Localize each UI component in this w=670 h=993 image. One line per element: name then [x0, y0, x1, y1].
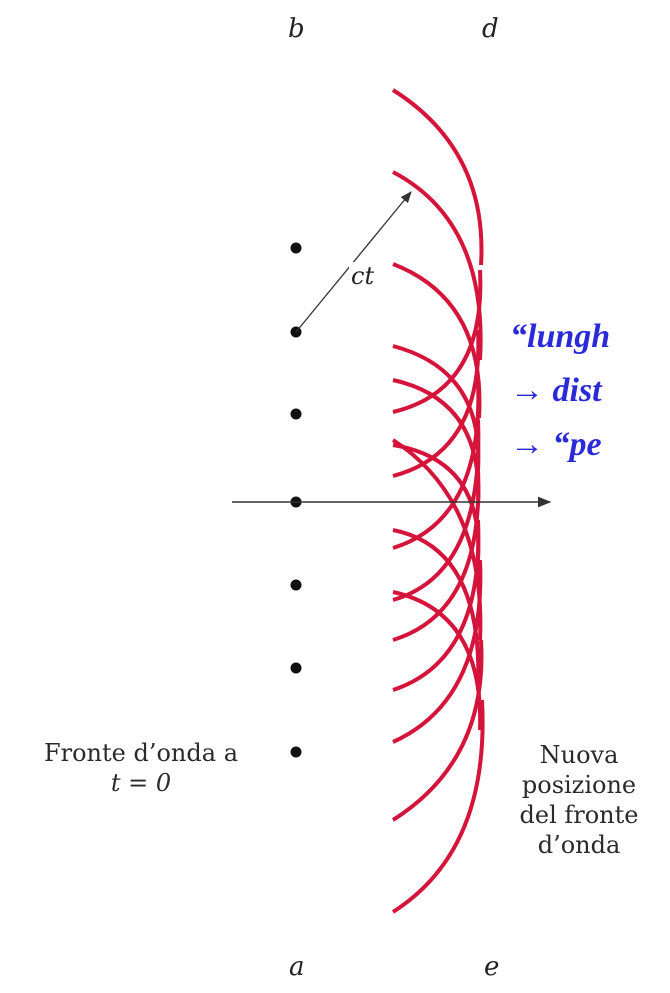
- wavelet-arc: [391, 639, 484, 822]
- wavelet-arc: [392, 469, 481, 642]
- wavelet-arc: [392, 170, 483, 361]
- wavelet-arc: [392, 590, 483, 731]
- label-e: e: [484, 952, 500, 982]
- label-a: a: [289, 952, 305, 982]
- wavelet-arc: [392, 559, 483, 744]
- wavelet-arc: [391, 699, 485, 914]
- wavelet-arc: [392, 269, 483, 414]
- annotation-line1: “lungh: [510, 318, 611, 355]
- label-new-front: Nuova posizione del fronte d’onda: [488, 740, 670, 860]
- label-front-t0: Fronte d’onda a t = 0: [6, 738, 276, 798]
- source-point: [290, 408, 302, 420]
- annotation-line3: → “pe: [510, 426, 602, 463]
- new-front-line2: posizione: [521, 771, 637, 799]
- wavelet-arc: [392, 379, 481, 550]
- wavelets: [391, 88, 485, 914]
- label-d: d: [482, 14, 499, 44]
- new-front-line3: del fronte: [519, 801, 639, 829]
- label-ct: ct: [349, 262, 377, 290]
- wavelet-arc: [392, 329, 481, 478]
- front-t0-line1: Fronte d’onda a: [43, 739, 238, 767]
- source-point: [290, 662, 302, 674]
- annotation-line2: → dist: [510, 372, 602, 409]
- source-point: [290, 579, 302, 591]
- wavelet-arc: [392, 419, 481, 602]
- wavelet-arc: [391, 88, 484, 266]
- source-point: [290, 242, 302, 254]
- label-b: b: [288, 14, 305, 44]
- wavelet-arc: [392, 519, 481, 692]
- front-t0-line2: t = 0: [110, 769, 172, 797]
- new-front-line4: d’onda: [537, 831, 621, 859]
- new-front-line1: Nuova: [539, 741, 619, 769]
- source-point: [290, 746, 302, 758]
